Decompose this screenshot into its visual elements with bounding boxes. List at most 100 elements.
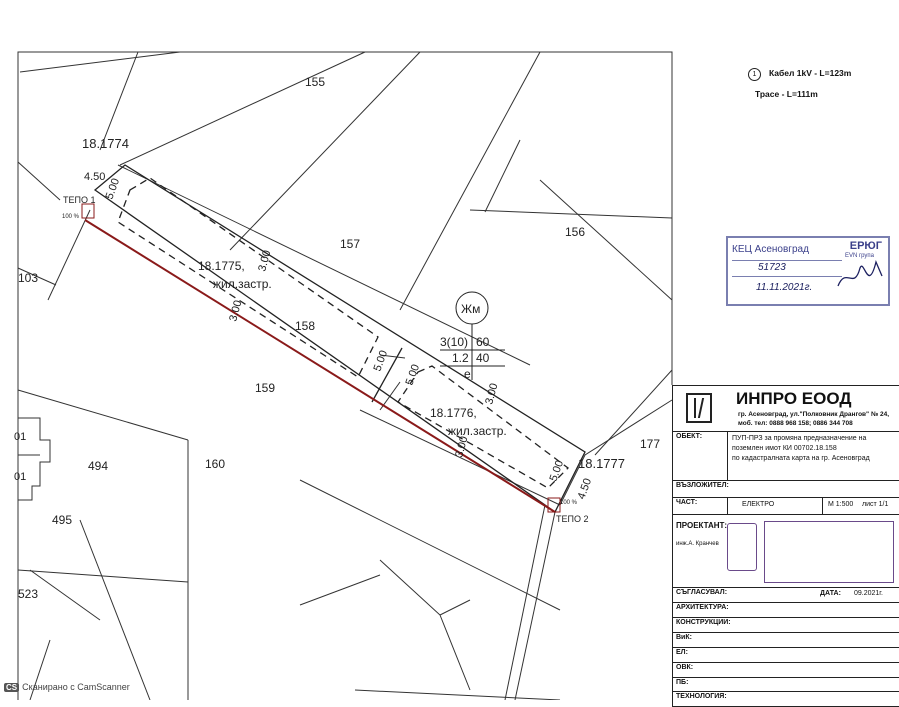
parcel-155: 155 bbox=[305, 75, 325, 89]
dim-3-00-a: 3.00 bbox=[256, 249, 273, 273]
dim-5-00-b: 5.00 bbox=[372, 349, 391, 373]
dim-4-50-a: 4.50 bbox=[84, 171, 105, 183]
tb-object-line3: по кадастралната карта на гр. Асеновград bbox=[732, 455, 870, 462]
company-address: гр. Асеновград, ул."Полковник Дрангов" №… bbox=[738, 411, 890, 418]
parcel-157: 157 bbox=[340, 237, 360, 251]
parcel-177: 177 bbox=[640, 437, 660, 451]
tb-vik-label: ВиК: bbox=[676, 634, 692, 641]
tb-constr-label: КОНСТРУКЦИИ: bbox=[676, 619, 731, 626]
parcel-523: 523 bbox=[18, 587, 38, 601]
parcel-160: 160 bbox=[205, 457, 225, 471]
tb-designer-name: инж.А. Кранчев bbox=[676, 541, 719, 547]
tb-object-row: ОБЕКТ: ПУП-ПРЗ за промяна предназначение… bbox=[672, 431, 899, 480]
evn-stamp-org: КЕЦ Асеновград bbox=[732, 244, 809, 255]
dim-3-00-d: 3.00 bbox=[453, 435, 470, 459]
tb-part-value: ЕЛЕКТРО bbox=[742, 501, 775, 508]
tb-arch-label: АРХИТЕКТУРА: bbox=[676, 604, 729, 611]
parcel-158: 158 bbox=[295, 319, 315, 333]
camscanner-badge: CS bbox=[4, 683, 20, 692]
chamber-stamp bbox=[764, 521, 894, 583]
zone-kint: 1.2 bbox=[452, 351, 469, 365]
lot-18-1776: 18.1776, bbox=[430, 406, 477, 420]
tb-part-label: ЧАСТ: bbox=[676, 499, 698, 506]
build-zone-1776 bbox=[397, 365, 569, 489]
plot-158-outline bbox=[93, 164, 586, 513]
evn-stamp-date: 11.11.2021г. bbox=[756, 282, 813, 293]
title-block: ИНПРО ЕООД гр. Асеновград, ул."Полковник… bbox=[672, 385, 899, 707]
tb-scale: М 1:500 bbox=[828, 501, 854, 508]
tb-ovk-label: ОВК: bbox=[676, 664, 694, 671]
parcel-495: 495 bbox=[52, 513, 72, 527]
zone-density-pct: 60 bbox=[476, 335, 490, 349]
company-name: ИНПРО ЕООД bbox=[736, 389, 852, 408]
lot-18-1775: 18.1775, bbox=[198, 259, 245, 273]
tb-client-row: ВЪЗЛОЖИТЕЛ: bbox=[672, 480, 899, 497]
building-01-a: 01 bbox=[14, 431, 26, 443]
tb-object-line1: ПУП-ПРЗ за промяна предназначение на bbox=[732, 435, 867, 442]
building-01-b: 01 bbox=[14, 471, 26, 483]
tb-ee-row: ЕЛ: bbox=[672, 647, 899, 662]
tb-vik-row: ВиК: bbox=[672, 632, 899, 647]
parcel-103: 103 bbox=[18, 271, 38, 285]
lot-18-1777: 18.1777 bbox=[578, 456, 625, 471]
dim-3-00-b: 3.00 bbox=[227, 299, 244, 323]
lot-18-1776-use: жил.застр. bbox=[448, 424, 507, 438]
evn-stamp-number: 51723 bbox=[758, 262, 786, 273]
camscanner-text: Сканирано с CamScanner bbox=[22, 682, 130, 692]
tb-designer-row: ПРОЕКТАНТ: инж.А. Кранчев bbox=[672, 514, 899, 587]
company-logo bbox=[686, 393, 712, 423]
dim-5-00-c: 5.00 bbox=[404, 363, 423, 387]
tepo2-marker bbox=[547, 497, 561, 513]
tb-ee-label: ЕЛ: bbox=[676, 649, 688, 656]
zone-density: 3(10) bbox=[440, 335, 468, 349]
tb-constr-row: КОНСТРУКЦИИ: bbox=[672, 617, 899, 632]
tb-date-label: ДАТА: bbox=[820, 590, 841, 597]
tepo1-marker bbox=[81, 203, 95, 219]
tb-tech-row: ТЕХНОЛОГИЯ: bbox=[672, 691, 899, 706]
tepo-2-label: ТЕПО 2 bbox=[556, 514, 588, 524]
parcel-494: 494 bbox=[88, 459, 108, 473]
tb-tech-label: ТЕХНОЛОГИЯ: bbox=[676, 693, 727, 700]
dim-5-00-d: 5.00 bbox=[548, 459, 567, 483]
tepo-2-percent: 100 % bbox=[560, 500, 578, 506]
tb-date-value: 09.2021г. bbox=[854, 590, 883, 597]
tb-client-label: ВЪЗЛОЖИТЕЛ: bbox=[676, 482, 729, 489]
tepo-1-label: ТЕПО 1 bbox=[63, 195, 95, 205]
evn-stamp-brand: ЕРЮГ bbox=[849, 240, 882, 252]
zone-e: е bbox=[464, 367, 471, 381]
tepo-1-percent: 100 % bbox=[62, 214, 80, 220]
parcel-159: 159 bbox=[255, 381, 275, 395]
evn-stamp: КЕЦ Асеновград ЕРЮГ EVN група 51723 11.1… bbox=[726, 236, 890, 306]
tb-object-line2: поземлен имот КИ 00702.18.158 bbox=[732, 445, 837, 452]
designer-stamp bbox=[727, 523, 757, 571]
lot-18-1774: 18.1774 bbox=[82, 136, 129, 151]
tb-pb-row: ПБ: bbox=[672, 677, 899, 692]
legend-cable: 1 Кабел 1kV - L=123m bbox=[748, 68, 851, 81]
tb-agreed-label: СЪГЛАСУВАЛ: bbox=[676, 589, 728, 596]
evn-signature bbox=[837, 259, 883, 287]
cable-route bbox=[84, 219, 556, 513]
tb-agreed-row: СЪГЛАСУВАЛ: ДАТА: 09.2021г. bbox=[672, 587, 899, 602]
company-phone: моб. тел: 0888 968 158; 0886 344 708 bbox=[738, 420, 853, 427]
tb-ovk-row: ОВК: bbox=[672, 662, 899, 677]
legend-trace: Трасе - L=111m bbox=[755, 89, 818, 99]
legend-number: 1 bbox=[748, 68, 761, 81]
zone-green: 40 bbox=[476, 351, 490, 365]
evn-stamp-brand-sub: EVN група bbox=[844, 253, 874, 259]
parcel-156: 156 bbox=[565, 225, 585, 239]
lot-18-1775-use: жил.застр. bbox=[213, 277, 272, 291]
tb-sheet: лист 1/1 bbox=[862, 501, 889, 508]
zone-code: Жм bbox=[461, 302, 480, 316]
dim-3-00-c: 3.00 bbox=[483, 382, 500, 406]
tb-object-label: ОБЕКТ: bbox=[676, 433, 703, 440]
build-zone-1775 bbox=[117, 177, 379, 378]
tb-pb-label: ПБ: bbox=[676, 679, 689, 686]
tb-part-row: ЧАСТ: ЕЛЕКТРО М 1:500 лист 1/1 bbox=[672, 497, 899, 514]
tb-arch-row: АРХИТЕКТУРА: bbox=[672, 602, 899, 617]
tb-designer-label: ПРОЕКТАНТ: bbox=[676, 521, 728, 530]
legend-cable-text: Кабел 1kV - L=123m bbox=[769, 68, 852, 78]
map-frame bbox=[17, 51, 673, 700]
dim-4-50-b: 4.50 bbox=[576, 477, 595, 501]
